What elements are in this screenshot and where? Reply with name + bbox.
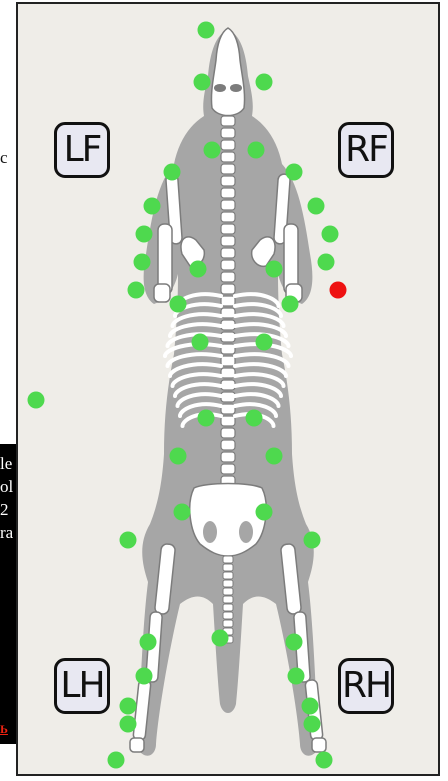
injection-marker[interactable] [120,716,137,733]
vertebra [221,272,235,282]
vertebra [221,248,235,258]
tail-vertebra [223,556,233,563]
vertebra [221,164,235,174]
tail-vertebra [223,564,233,571]
tail-vertebra [223,612,233,619]
injection-marker[interactable] [136,668,153,685]
injection-marker[interactable] [120,698,137,715]
injection-marker[interactable] [128,282,145,299]
pelvis-hole-left [203,521,217,543]
tail-bones [223,556,233,643]
vertebra [221,200,235,210]
vertebra [221,140,235,150]
vertebra [221,308,235,318]
vertebra [221,128,235,138]
vertebra [221,260,235,270]
tail-vertebra [223,572,233,579]
panel-line-2: ol [0,477,13,497]
tail-vertebra [223,580,233,587]
injection-marker[interactable] [282,296,299,313]
injection-marker[interactable] [144,198,161,215]
vertebra [221,416,235,426]
injection-marker[interactable] [140,634,157,651]
injection-marker[interactable] [170,296,187,313]
tail-vertebra [223,620,233,627]
injection-marker[interactable] [170,448,187,465]
vertebra [221,440,235,450]
vertebra [221,404,235,414]
panel-line-4: ra [0,523,13,543]
injection-marker[interactable] [288,668,305,685]
vertebra [221,176,235,186]
injection-marker[interactable] [256,334,273,351]
injection-marker[interactable] [136,226,153,243]
injection-marker[interactable] [246,410,263,427]
injection-marker[interactable] [322,226,339,243]
side-note-text: c [0,148,8,168]
injection-marker[interactable] [266,448,283,465]
injection-marker[interactable] [190,261,207,278]
panel-link[interactable]: Ь [0,722,14,736]
injection-marker[interactable] [318,254,335,271]
label-left-front: LF [54,122,110,178]
injection-marker[interactable] [164,164,181,181]
tail-vertebra [223,604,233,611]
injection-marker[interactable] [212,630,229,647]
injection-marker-selected[interactable] [330,282,347,299]
panel-line-1: le [0,454,12,474]
injection-marker[interactable] [302,698,319,715]
injection-marker[interactable] [28,392,45,409]
tail-vertebra [223,596,233,603]
spine-bones [221,116,235,486]
injection-marker[interactable] [198,410,215,427]
vertebra [221,320,235,330]
vertebra [221,116,235,126]
vertebra [221,464,235,474]
vertebra [221,236,235,246]
injection-marker[interactable] [134,254,151,271]
tail-vertebra [223,588,233,595]
pelvis-hole-right [239,521,253,543]
panel-line-3: 2 [0,500,9,520]
injection-marker[interactable] [108,752,125,769]
injection-marker[interactable] [304,716,321,733]
vertebra [221,296,235,306]
injection-marker[interactable] [256,504,273,521]
label-left-hind: LH [54,658,110,714]
skull-eye-right [230,84,242,92]
injection-marker[interactable] [304,532,321,549]
injection-marker[interactable] [174,504,191,521]
injection-marker[interactable] [204,142,221,159]
vertebra [221,452,235,462]
skeleton-map-frame: LF RF LH RH [16,2,440,776]
label-right-hind: RH [338,658,394,714]
side-info-panel: le ol 2 ra Ь [0,444,16,744]
injection-marker[interactable] [198,22,215,39]
injection-marker[interactable] [256,74,273,91]
skull-eye-left [214,84,226,92]
vertebra [221,284,235,294]
vertebra [221,428,235,438]
vertebra [221,356,235,366]
injection-marker[interactable] [248,142,265,159]
vertebra [221,152,235,162]
injection-marker[interactable] [286,634,303,651]
vertebra [221,188,235,198]
vertebra [221,368,235,378]
vertebra [221,332,235,342]
injection-marker[interactable] [194,74,211,91]
pelvis-bone [190,484,267,557]
injection-marker[interactable] [266,261,283,278]
vertebra [221,392,235,402]
vertebra [221,344,235,354]
vertebra [221,380,235,390]
vertebra [221,224,235,234]
label-right-front: RF [338,122,394,178]
injection-marker[interactable] [286,164,303,181]
vertebra [221,212,235,222]
injection-marker[interactable] [120,532,137,549]
injection-marker[interactable] [316,752,333,769]
injection-marker[interactable] [192,334,209,351]
injection-marker[interactable] [308,198,325,215]
